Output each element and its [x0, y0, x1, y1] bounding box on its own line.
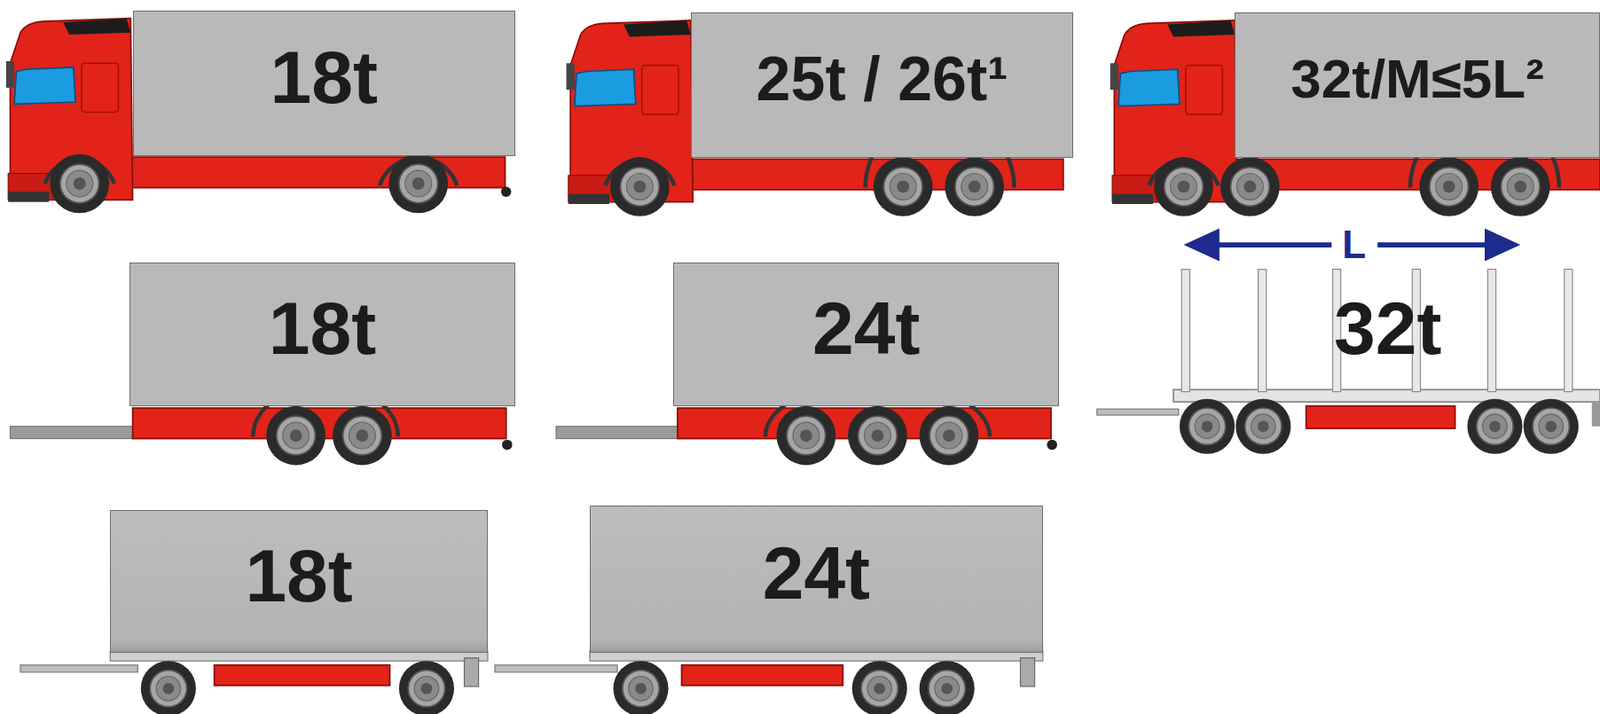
cargo-box: 24t [589, 505, 1044, 654]
cargo-box: 24t [673, 262, 1059, 407]
weight-label: 24t [812, 290, 920, 366]
cargo-box: 18t [109, 509, 488, 653]
weight-label: 32t/M≤5L² [1290, 51, 1545, 107]
weight-label: 18t [268, 290, 377, 366]
weight-label: 32t [1333, 290, 1442, 366]
cargo-box: 25t / 26t¹ [690, 12, 1074, 159]
weight-label: 18t [270, 39, 378, 115]
weight-label: 24t [762, 535, 871, 611]
dimension-label: L [1341, 225, 1366, 265]
timber-trailer [1097, 269, 1600, 455]
cargo-box: 32t/M≤5L² [1234, 12, 1600, 159]
cargo-box: 18t [129, 262, 516, 407]
drawbar-trailer-three-axle [494, 650, 1044, 714]
weight-label: 25t / 26t¹ [756, 47, 1009, 110]
weight-label: 18t [244, 538, 353, 613]
cargo-box: 18t [133, 10, 516, 157]
drawbar-trailer-two-axle [20, 650, 488, 714]
